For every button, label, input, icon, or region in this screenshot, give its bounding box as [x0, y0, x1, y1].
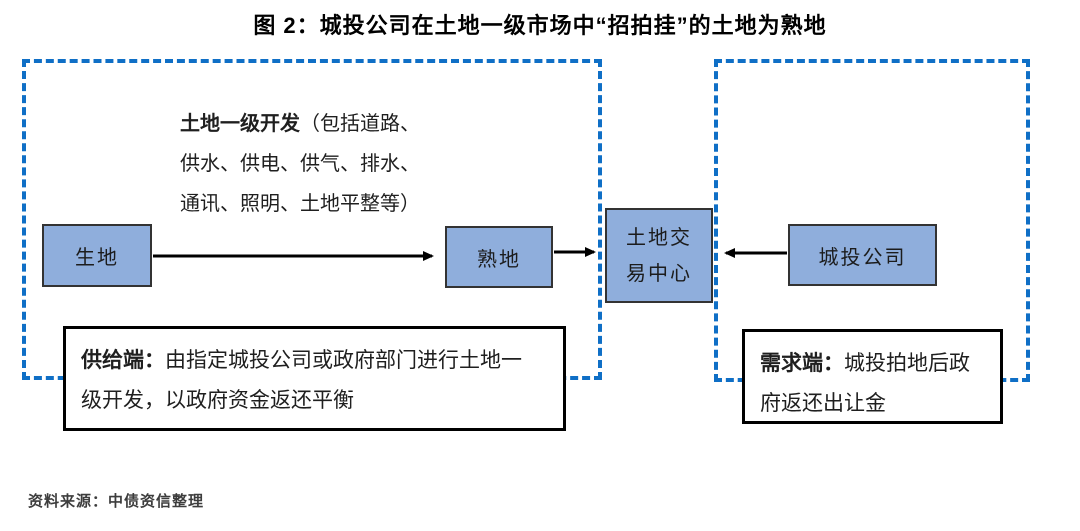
land-development-note-title: 土地一级开发 — [180, 113, 300, 135]
supply-side-note-box: 供给端：由指定城投公司或政府部门进行土地一 级开发，以政府资金返还平衡 — [63, 326, 566, 431]
demand-side-note-box: 需求端：城投拍地后政 府返还出让金 — [742, 329, 1003, 424]
node-chengtou-company: 城投公司 — [788, 224, 937, 286]
land-development-note: 土地一级开发（包括道路、 供水、供电、供气、排水、 通讯、照明、土地平整等） — [180, 104, 460, 224]
demand-side-note-detail: 城投拍地后政 府返还出让金 — [760, 352, 970, 415]
node-mature-land: 熟地 — [445, 226, 553, 288]
supply-side-note-title: 供给端： — [81, 349, 165, 372]
figure-title: 图 2：城投公司在土地一级市场中“招拍挂”的土地为熟地 — [253, 13, 827, 38]
source-note: 资料来源：中债资信整理 — [28, 493, 205, 510]
node-land-trade-center: 土地交 易中心 — [605, 208, 713, 303]
land-development-note-detail: （包括道路、 供水、供电、供气、排水、 通讯、照明、土地平整等） — [180, 113, 420, 215]
node-raw-land: 生地 — [42, 224, 152, 287]
demand-side-note-title: 需求端： — [760, 352, 844, 375]
supply-side-note-detail: 由指定城投公司或政府部门进行土地一 级开发，以政府资金返还平衡 — [81, 349, 522, 412]
